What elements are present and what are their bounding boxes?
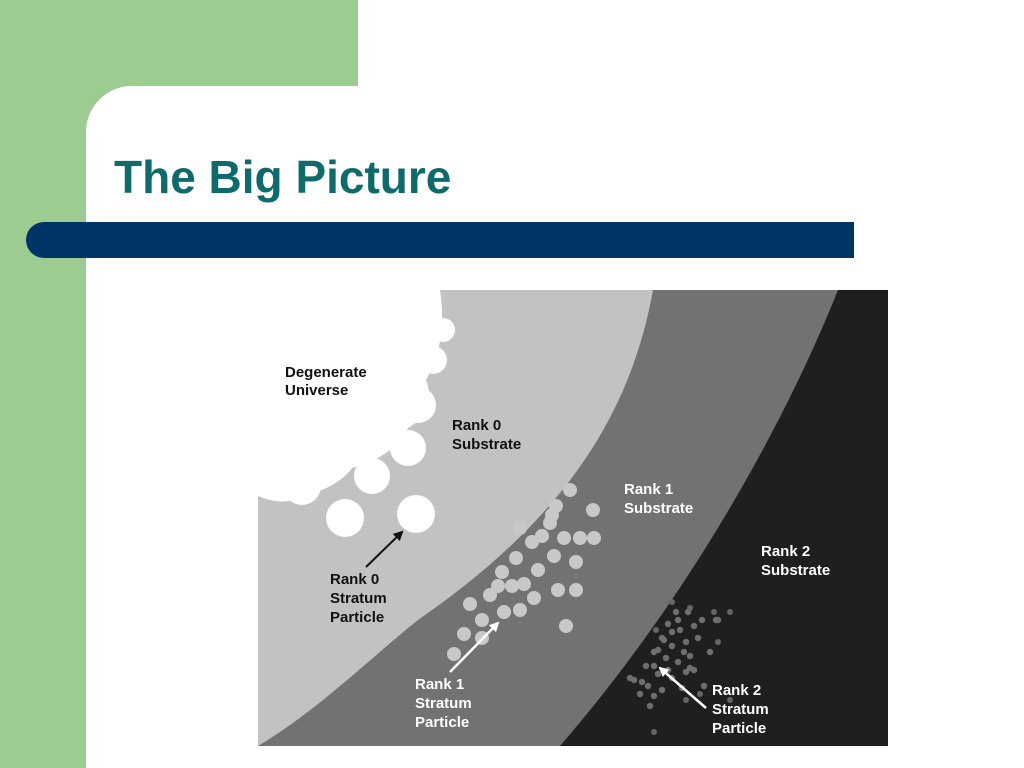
rank2-stratum-particle — [714, 616, 722, 624]
rank2-stratum-particle — [715, 639, 721, 645]
rank0-stratum-particle — [431, 318, 455, 342]
diagram-svg: Degenerate Universe Rank 0 Substrate Ran… — [258, 290, 888, 746]
rank0-stratum-particle — [400, 387, 436, 423]
rank2-stratum-particle — [697, 691, 703, 697]
rank2-stratum-particle — [683, 697, 689, 703]
rank2-stratum-particle — [674, 658, 682, 666]
rank0-particle-label: Rank 0 Stratum Particle — [330, 571, 391, 626]
rank2-stratum-particle — [658, 686, 666, 694]
rank2-stratum-particle — [672, 608, 680, 616]
rank1-stratum-particle — [586, 503, 600, 517]
rank2-stratum-particle — [687, 605, 693, 611]
rank2-stratum-particle — [626, 674, 634, 682]
rank1-stratum-particle — [513, 521, 527, 535]
big-picture-diagram: Degenerate Universe Rank 0 Substrate Ran… — [258, 290, 888, 746]
rank1-substrate-label: Rank 1 Substrate — [624, 481, 693, 517]
rank2-stratum-particle — [711, 609, 717, 615]
rank1-stratum-particle — [559, 619, 573, 633]
rank1-stratum-particle — [475, 613, 489, 627]
rank2-stratum-particle — [664, 620, 672, 628]
rank1-stratum-particle — [483, 588, 497, 602]
rank2-stratum-particle — [662, 654, 670, 662]
rank1-stratum-particle — [557, 531, 571, 545]
rank2-stratum-particle — [682, 638, 690, 646]
rank2-stratum-particle — [680, 648, 688, 656]
slide-title: The Big Picture — [114, 151, 452, 203]
rank2-stratum-particle — [654, 646, 662, 654]
rank2-stratum-particle — [638, 678, 646, 686]
rank1-stratum-particle — [535, 529, 549, 543]
rank2-stratum-particle — [682, 668, 690, 676]
rank1-stratum-particle — [547, 549, 561, 563]
rank0-substrate-label: Rank 0 Substrate — [452, 417, 521, 453]
rank1-stratum-particle — [463, 597, 477, 611]
rank1-stratum-particle — [563, 483, 577, 497]
rank1-stratum-particle — [569, 555, 583, 569]
rank0-stratum-particle — [397, 495, 435, 533]
rank2-stratum-particle — [653, 627, 659, 633]
rank2-stratum-particle — [727, 609, 733, 615]
rank2-stratum-particle — [669, 599, 675, 605]
rank2-stratum-particle — [690, 622, 698, 630]
rank2-stratum-particle — [660, 636, 668, 644]
rank0-particle-arrow — [365, 530, 404, 568]
rank1-stratum-particle — [505, 579, 519, 593]
rank2-stratum-particle — [698, 616, 706, 624]
rank2-stratum-particle — [654, 670, 662, 678]
rank1-particle-arrow — [449, 621, 500, 673]
rank2-stratum-particle — [668, 628, 676, 636]
rank2-particle-arrow — [658, 666, 707, 709]
particle-layer — [259, 318, 733, 735]
rank1-stratum-particle — [531, 563, 545, 577]
rank0-stratum-particle — [259, 463, 293, 497]
top-white-area — [358, 0, 1024, 90]
rank2-substrate-label: Rank 2 Substrate — [761, 543, 830, 579]
rank1-stratum-particle — [545, 508, 559, 522]
rank1-particle-label: Rank 1 Stratum Particle — [415, 676, 476, 731]
rank1-stratum-particle — [551, 583, 565, 597]
rank2-stratum-particle — [694, 634, 702, 642]
title-underline-bar — [26, 222, 854, 258]
rank1-stratum-particle — [513, 603, 527, 617]
rank0-stratum-particle — [419, 346, 447, 374]
degenerate-universe-label: Degenerate Universe — [285, 364, 371, 399]
rank2-stratum-particle — [686, 652, 694, 660]
rank0-stratum-particle — [326, 499, 364, 537]
rank0-stratum-particle — [354, 458, 390, 494]
rank2-stratum-particle — [700, 682, 708, 690]
rank2-stratum-particle — [650, 692, 658, 700]
rank0-stratum-particle — [390, 430, 426, 466]
rank2-stratum-particle — [642, 662, 650, 670]
rank2-stratum-particle — [636, 690, 644, 698]
rank2-stratum-particle — [646, 702, 654, 710]
rank1-stratum-particle — [491, 579, 505, 593]
rank2-stratum-particle — [668, 642, 676, 650]
rank2-stratum-particle — [676, 626, 684, 634]
rank1-stratum-particle — [447, 647, 461, 661]
rank1-stratum-particle — [497, 605, 511, 619]
rank2-stratum-particle — [650, 662, 658, 670]
rank2-particle-label: Rank 2 Stratum Particle — [712, 682, 773, 737]
rank2-stratum-particle — [706, 648, 714, 656]
rank1-stratum-particle — [527, 591, 541, 605]
rank2-stratum-particle — [674, 616, 682, 624]
degenerate-universe-region — [258, 290, 443, 502]
rank2-stratum-particle — [686, 664, 694, 672]
rank1-stratum-particle — [517, 577, 531, 591]
rank1-stratum-particle — [569, 583, 583, 597]
rank1-stratum-particle — [457, 627, 471, 641]
rank1-stratum-particle — [587, 531, 601, 545]
rank2-stratum-particle — [651, 729, 657, 735]
rank1-stratum-particle — [495, 565, 509, 579]
rank1-stratum-particle — [573, 531, 587, 545]
rank1-stratum-particle — [509, 551, 523, 565]
rank2-stratum-particle — [727, 697, 733, 703]
rank2-stratum-particle — [644, 682, 652, 690]
